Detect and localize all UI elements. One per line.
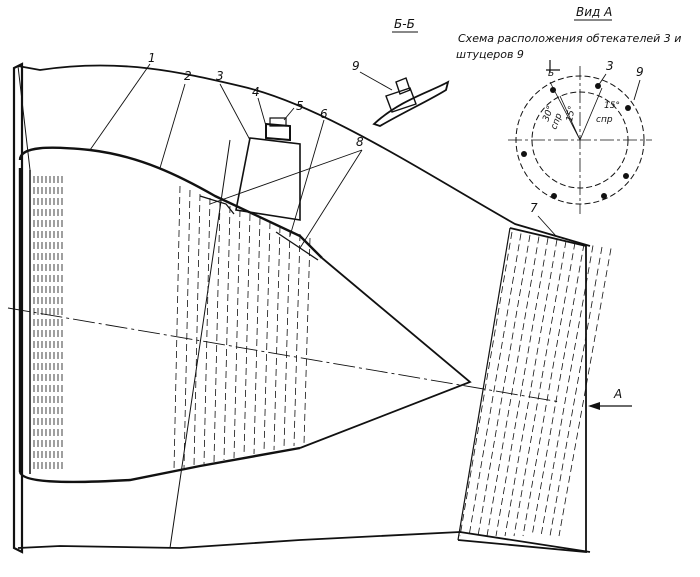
hatch-line [531, 243, 585, 537]
hatch-line [253, 217, 261, 455]
callout-2: 2 [184, 69, 192, 83]
fairing-points [521, 83, 631, 199]
hatch-line [459, 231, 513, 537]
view-item-9: 9 [636, 65, 644, 79]
main-assembly [7, 62, 591, 554]
hatch-line [173, 185, 181, 471]
hatch-line [549, 246, 603, 537]
angle-suffix-b: спр [596, 115, 613, 125]
hatch-line [203, 197, 211, 465]
callout-6: 6 [320, 107, 328, 121]
callout-leaders [89, 63, 557, 249]
hatch-line [233, 209, 241, 459]
callout-5: 5 [296, 99, 304, 113]
view-b-marker: Б [548, 69, 554, 79]
hatch-line [495, 237, 549, 537]
hatch-line [558, 248, 612, 537]
view-a: Вид А Схема расположения обтекателей 3 и… [456, 5, 681, 214]
hatch-line [477, 234, 531, 537]
flow-label: А [613, 387, 622, 401]
hatch-line [513, 240, 567, 537]
scheme-caption-line2: штуцеров 9 [456, 48, 524, 61]
hatch-line [303, 237, 311, 445]
callout-labels: 1 2 3 4 5 6 7 8 [148, 51, 538, 215]
hatch-line [193, 193, 201, 467]
scheme-caption-line1: Схема расположения обтекателей 3 и [458, 32, 681, 45]
hatch-line [522, 242, 576, 537]
flow-arrow-a: А [588, 387, 632, 410]
callout-7: 7 [530, 201, 538, 215]
section-item-9: 9 [352, 59, 360, 73]
view-item-3: 3 [606, 59, 614, 73]
callout-8: 8 [356, 135, 364, 149]
hatch-line [468, 233, 522, 537]
hatch-line [540, 245, 594, 537]
hatch-line [243, 213, 251, 457]
hatch-line [183, 189, 191, 469]
angle-15-b: 15° [565, 105, 578, 122]
section-b-b: Б-Б 9 [352, 17, 450, 127]
angle-15-a: 15° [604, 101, 620, 111]
hatch-line [263, 221, 271, 453]
hatch-line [293, 233, 301, 447]
hatch-line [223, 205, 231, 461]
liner-hatching [33, 176, 612, 537]
hatch-line [283, 229, 291, 449]
callout-3: 3 [216, 69, 224, 83]
callout-4: 4 [252, 85, 260, 99]
hatch-line [504, 239, 558, 537]
hatch-line [486, 236, 540, 537]
section-label: Б-Б [394, 17, 415, 31]
view-title: Вид А [576, 5, 612, 19]
callout-1: 1 [148, 51, 156, 65]
hatch-line [273, 225, 281, 451]
